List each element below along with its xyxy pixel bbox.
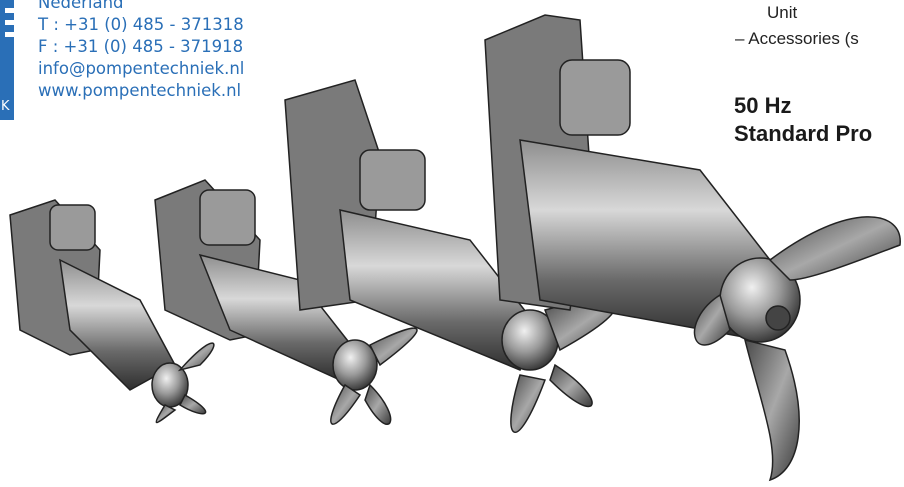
unit-label: Unit — [767, 3, 798, 22]
mixer-unit-large — [284, 79, 616, 433]
accessories-item: – Accessories (s — [735, 29, 859, 48]
frequency-label: 50 Hz — [734, 93, 792, 118]
contact-email[interactable]: info@pompentechniek.nl — [38, 59, 245, 78]
mixer-unit-medium — [154, 179, 418, 425]
logo-mark — [0, 2, 14, 46]
contact-block: Nederland T : +31 (0) 485 - 371318 F : +… — [38, 0, 244, 102]
company-logo: K — [0, 0, 14, 120]
product-line-label: Standard Pro — [734, 121, 873, 146]
product-heading: 50 Hz Standard Pro — [734, 92, 872, 148]
mixer-unit-xlarge — [484, 14, 901, 482]
contact-country: Nederland — [38, 0, 124, 12]
contact-website[interactable]: www.pompentechniek.nl — [38, 81, 242, 100]
logo-letter: K — [1, 99, 10, 114]
contact-fax: F : +31 (0) 485 - 371918 — [38, 37, 244, 56]
contact-phone: T : +31 (0) 485 - 371318 — [38, 15, 244, 34]
mixer-unit-small — [9, 199, 215, 424]
